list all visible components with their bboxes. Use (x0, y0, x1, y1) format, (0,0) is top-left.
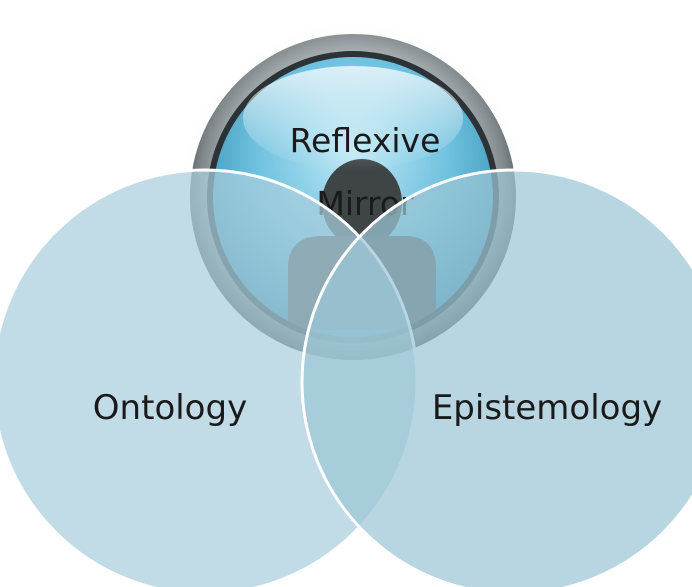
epistemology-label: Epistemology (432, 388, 662, 428)
ontology-label: Ontology (93, 388, 247, 428)
epistemology-circle (300, 168, 692, 587)
mirror-shine (243, 66, 463, 170)
center-label-line1: Reflexive (290, 121, 441, 160)
